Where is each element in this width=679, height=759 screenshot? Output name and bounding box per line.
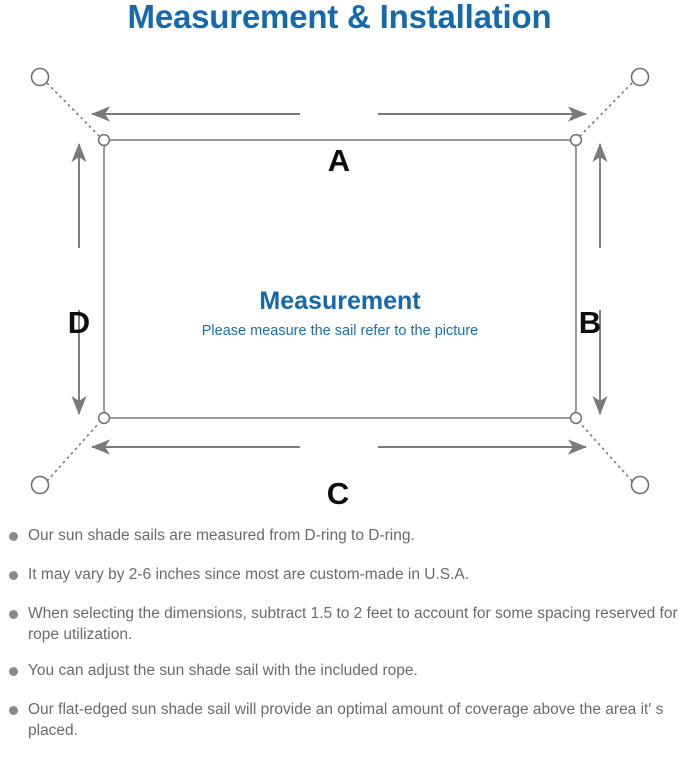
dimension-label-d: D bbox=[67, 305, 91, 340]
list-item: Our sun shade sails are measured from D-… bbox=[0, 525, 679, 546]
list-item: You can adjust the sun shade sail with t… bbox=[0, 660, 679, 681]
rope-top-right bbox=[579, 82, 633, 137]
top-right-d-ring-icon bbox=[569, 133, 583, 147]
notes-list: Our sun shade sails are measured from D-… bbox=[0, 525, 679, 759]
bottom-right-anchor-icon bbox=[630, 475, 650, 495]
top-left-d-ring-icon bbox=[97, 133, 111, 147]
rope-bottom-right bbox=[579, 422, 633, 482]
top-right-anchor-icon bbox=[630, 67, 650, 87]
list-item-text: Our sun shade sails are measured from D-… bbox=[28, 527, 415, 544]
d-rings bbox=[97, 133, 583, 425]
list-item: It may vary by 2-6 inches since most are… bbox=[0, 564, 679, 585]
list-item: Our flat-edged sun shade sail will provi… bbox=[0, 699, 679, 741]
bullet-icon bbox=[9, 571, 18, 580]
bottom-left-anchor-icon bbox=[30, 475, 50, 495]
anchor-points bbox=[30, 67, 650, 495]
list-item: When selecting the dimensions, subtract … bbox=[0, 603, 679, 645]
list-item-text: When selecting the dimensions, subtract … bbox=[28, 605, 678, 643]
bullet-icon bbox=[9, 610, 18, 619]
sail-measurement-diagram: A B C D Measurement Please measure the s… bbox=[0, 48, 679, 518]
bottom-left-d-ring-icon bbox=[97, 411, 111, 425]
dimension-label-c: C bbox=[326, 476, 350, 511]
dimension-label-b: B bbox=[578, 305, 602, 340]
diagram-svg bbox=[30, 67, 650, 495]
list-item-text: Our flat-edged sun shade sail will provi… bbox=[28, 701, 664, 739]
rope-bottom-left bbox=[46, 422, 100, 482]
sail-rectangle bbox=[103, 139, 577, 419]
top-left-anchor-icon bbox=[30, 67, 50, 87]
page-title: Measurement & Installation bbox=[127, 0, 552, 35]
bottom-right-d-ring-icon bbox=[569, 411, 583, 425]
bullet-icon bbox=[9, 706, 18, 715]
list-item-text: It may vary by 2-6 inches since most are… bbox=[28, 566, 470, 583]
dimension-label-a: A bbox=[327, 143, 351, 178]
bullet-icon bbox=[9, 532, 18, 541]
list-item-text: You can adjust the sun shade sail with t… bbox=[28, 662, 418, 679]
bullet-icon bbox=[9, 667, 18, 676]
measurement-installation-infographic: Measurement & Installation bbox=[0, 0, 679, 739]
rope-top-left bbox=[46, 82, 100, 137]
rope-lines bbox=[46, 82, 633, 482]
